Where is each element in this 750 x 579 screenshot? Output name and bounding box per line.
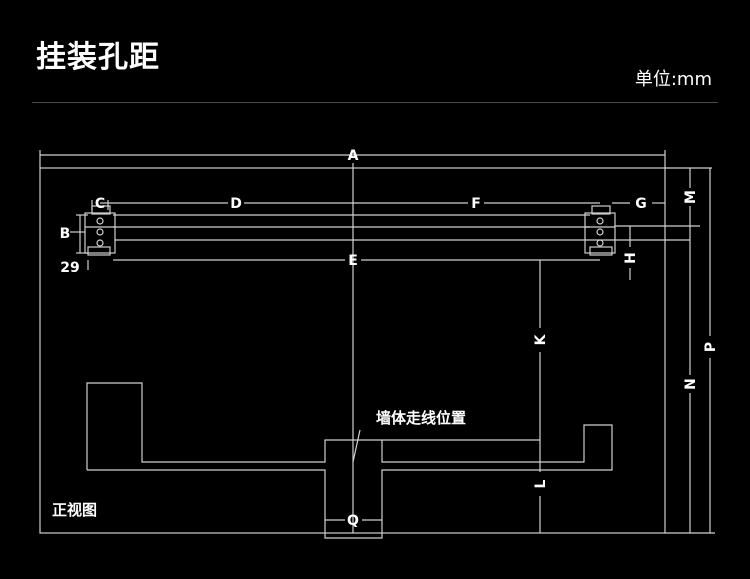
unit-label: 单位:mm bbox=[634, 69, 712, 90]
left-bracket bbox=[84, 205, 116, 256]
header-divider bbox=[32, 102, 718, 103]
label-l: L bbox=[533, 479, 549, 488]
page-title: 挂装孔距 bbox=[36, 40, 160, 75]
base-stand bbox=[86, 382, 613, 539]
diagram-lines bbox=[39, 150, 715, 539]
wall-cable-position-label: 墙体走线位置 bbox=[376, 409, 466, 427]
label-g: G bbox=[635, 196, 647, 212]
front-view-label: 正视图 bbox=[52, 501, 97, 519]
label-p: P bbox=[703, 342, 719, 352]
label-n: N bbox=[683, 378, 699, 390]
label-29: 29 bbox=[60, 260, 79, 276]
label-f: F bbox=[471, 196, 481, 212]
label-a: A bbox=[348, 148, 359, 164]
label-q: Q bbox=[347, 513, 359, 529]
label-c: C bbox=[95, 196, 105, 212]
label-k: K bbox=[533, 333, 549, 345]
label-h: H bbox=[623, 252, 639, 264]
label-e: E bbox=[348, 253, 358, 269]
label-m: M bbox=[683, 190, 699, 204]
right-bracket bbox=[584, 205, 616, 256]
label-d: D bbox=[230, 196, 242, 212]
label-b: B bbox=[60, 226, 71, 242]
